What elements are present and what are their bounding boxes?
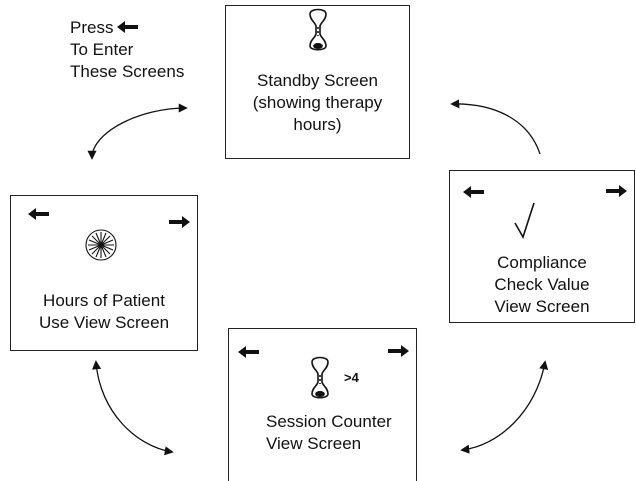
standby-screen-subtitle-2: hours) [293,115,342,134]
compliance-to-standby-connector [450,99,541,155]
session-counter-screen-box [228,328,417,481]
standby-screen-subtitle: (showing therapy [252,93,383,112]
intro-to-standby-connector [87,103,188,160]
compliance-to-session-connector [460,360,549,454]
hours-to-session-connector [92,360,174,456]
hours-subtitle: Use View Screen [38,313,170,332]
hours-title: Hours of Patient [43,291,165,310]
intro-enter-label: To Enter [70,40,134,59]
left-arrow-icon [117,21,138,33]
session-counter-subtitle: View Screen [266,434,362,453]
hours-of-use-screen-box [10,195,198,351]
compliance-subtitle-2: View Screen [494,297,590,316]
intro-screens-label: These Screens [70,62,185,81]
session-counter-title: Session Counter [266,412,392,431]
standby-screen-title: Standby Screen [257,71,378,90]
intro-press-label: Press [70,18,114,37]
compliance-subtitle: Check Value [494,275,590,294]
compliance-title: Compliance [497,253,587,272]
session-count-badge: >4 [344,370,359,385]
